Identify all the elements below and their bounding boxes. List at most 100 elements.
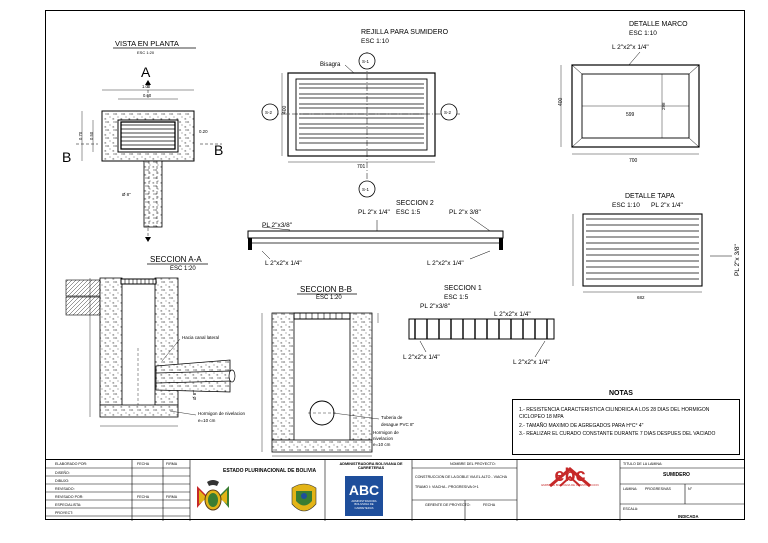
note-line-3: 2.- TAMAÑO MAXIMO DE AGREGADOS PARA H°C°… [519,423,644,429]
frame-profile: L 2"x2"x 1/4" [612,44,649,51]
abc-logo-sub: ADMINISTRADORA BOLIVIANA DE CARRETERAS [351,499,377,510]
lid-detail: DETALLE TAPA ESC 1:10 PL 2"x 1/4" 682 PL… [572,193,741,300]
section-bb-scale: ESC 1:20 [316,295,342,301]
tb-row-elaborado: ELABORADO POR: [55,462,88,466]
grate-scale: ESC 1:10 [361,38,389,45]
plan-dim-inner-h: 0.50 [89,131,94,140]
plan-dim-width: 1.00 [142,84,151,89]
section2-label-bottom-right: L 2"x2"x 1/4" [427,260,464,267]
tb-sheet-title-label: TITULO DE LA LAMINA: [623,462,663,466]
tb-number: N° [688,487,693,491]
tb-col-fecha: FECHA [137,462,150,466]
tb-sheet-title: SUMIDERO [663,472,690,478]
section-marker-b-right: B [214,142,223,158]
tb-entity-line: ESTADO PLURINACIONAL DE BOLIVIA [223,468,317,474]
lid-title: DETALLE TAPA [625,193,675,200]
tb-row-revisado: REVISADO: [55,487,75,491]
section1-label-top-right: L 2"x2"x 1/4" [494,311,531,318]
section2-label-left-top: PL 2"x 1/4" [358,209,391,216]
grate-tag-s1-bottom: S-1 [362,187,370,192]
tb-row-especialista: ESPECIALISTA: [55,503,82,507]
frame-title: DETALLE MARCO [629,21,688,28]
section1-label-bottom-right: L 2"x2"x 1/4" [513,359,550,366]
section-aa-scale: ESC 1:20 [170,266,196,272]
plan-pipe-dia: Ø 8" [122,192,131,197]
plan-dim-height: 0.70 [78,131,83,140]
section1-label-bottom-left: L 2"x2"x 1/4" [403,354,440,361]
grate-width: 701 [357,164,366,170]
section1-title: SECCION 1 [444,285,482,292]
plan-dim-wall: 0.20 [199,129,208,134]
grate-view: REJILLA PARA SUMIDERO ESC 1:10 Bisagra S… [261,29,460,198]
tb-escala-value: INDICADA [678,514,699,519]
grate-hinge-label: Bisagra [320,62,341,68]
grate-tag-s2-left: S-2 [265,110,273,115]
section2-label-plate: PL 2"x3/8" [262,222,293,229]
frame-inner-width: 599 [626,112,635,118]
tb-col-firma: FIRMA [166,462,178,466]
frame-inner-height: 298 [661,102,666,110]
drawing-frame [45,10,745,520]
plan-scale: ESC 1:20 [137,50,155,55]
section-bb-base-label-1: Hormigon de [373,430,399,435]
section-marker-a: A [141,64,151,80]
section-aa: SECCION A-A ESC 1:20 Hacia canal lateral [65,255,246,427]
lid-width: 682 [637,295,645,300]
section1-label-top-left: PL 2"x3/8" [420,303,451,310]
department-shield [290,482,318,516]
tb-fecha-3: FECHA [483,503,496,507]
bolivia-coat-of-arms [195,478,231,518]
tb-project-header: NOMBRE DEL PROYECTO: [450,462,496,466]
section-bb-pipe-label-2: desague PVC 8" [381,422,415,427]
notes-title: NOTAS [609,390,633,397]
section2-scale: ESC 1:5 [396,209,421,216]
tb-row-diseno: DISEÑO: [55,471,70,475]
grate-height: 400 [282,105,288,114]
lid-profile: PL 2"x 1/4" [651,202,684,209]
plan-dim-inner: 0.60 [143,93,152,98]
section-aa-base-label-1: Hormigon de nivelacion [198,411,246,416]
section-marker-b-left: B [62,149,71,165]
tb-project-name: CONSTRUCCION DE LA DOBLE VIA EL ALTO - V… [415,475,507,479]
notes-box: NOTAS 1.- RESISTENCIA CARACTERISTICA CIL… [512,390,740,455]
section-bb-pipe-label-1: Tuberia de [381,415,403,420]
ebc-logo-sub: EMPRESA BOLIVIANA DE CONSTRUCCION [541,483,599,487]
grate-tag-s1-top: S-1 [362,59,370,64]
ebc-logo: ebc EMPRESA BOLIVIANA DE CONSTRUCCION [540,466,600,518]
section-aa-base-label-2: e=10 cm [198,418,216,423]
tb-lamina-label: LAMINA: [623,487,638,491]
grate-title: REJILLA PARA SUMIDERO [361,29,449,36]
section-1: SECCION 1 ESC 1:5 PL 2"x3/8" L 2"x2"x 1/… [403,285,555,366]
lid-scale: ESC 1:10 [612,202,640,209]
section2-title: SECCION 2 [396,200,434,207]
tb-project-stretch: TRAMO I: VIACHA - PROGRESIVA 0+1 [415,485,479,489]
note-line-4: 3.- REALIZAR EL CURADO CONSTANTE DURANTE… [519,431,716,437]
tb-row-revisado-por: REVISADO POR: [55,495,84,499]
section-2: SECCION 2 ESC 1:5 PL 2"x 1/4" PL 2"x 3/8… [247,200,504,267]
section2-label-right-top: PL 2"x 3/8" [449,209,482,216]
ebc-logo-mark [549,467,591,488]
section-aa-title: SECCION A-A [150,255,202,264]
tb-col-fecha-2: FECHA [137,495,150,499]
ebc-logo-text: ebc [554,465,586,485]
title-block: ELABORADO POR: DISEÑO: DIBUJO: REVISADO:… [45,459,745,521]
plan-title: VISTA EN PLANTA [115,39,179,48]
title-block-grid [45,460,745,521]
section-aa-pipe-dia: Ø 8" [192,391,197,400]
section2-label-bottom-left: L 2"x2"x 1/4" [265,260,302,267]
tb-manager: GERENTE DE PROYECTO: [425,503,471,507]
frame-detail: DETALLE MARCO ESC 1:10 L 2"x2"x 1/4" 599… [558,21,700,164]
abc-logo: ABC ADMINISTRADORA BOLIVIANA DE CARRETER… [345,476,383,516]
section-aa-pipe-label: Hacia canal lateral [182,335,219,340]
grate-tag-s2-right: S-2 [444,110,452,115]
tb-row-dibujo: DIBUJO: [55,479,70,483]
frame-width: 700 [629,158,638,164]
tb-abc-name: ADMINISTRADORA BOLIVIANA DE CARRETERAS [339,462,403,470]
section-bb-base-label-3: e=10 cm [373,442,391,447]
tb-progressive: PROGRESIVAS [645,487,671,491]
plan-view: VISTA EN PLANTA ESC 1:20 A 1.00 0.60 0 [62,39,223,242]
note-line-2: CICLOPEO 18 MPA [519,414,564,420]
frame-height: 400 [558,97,564,106]
